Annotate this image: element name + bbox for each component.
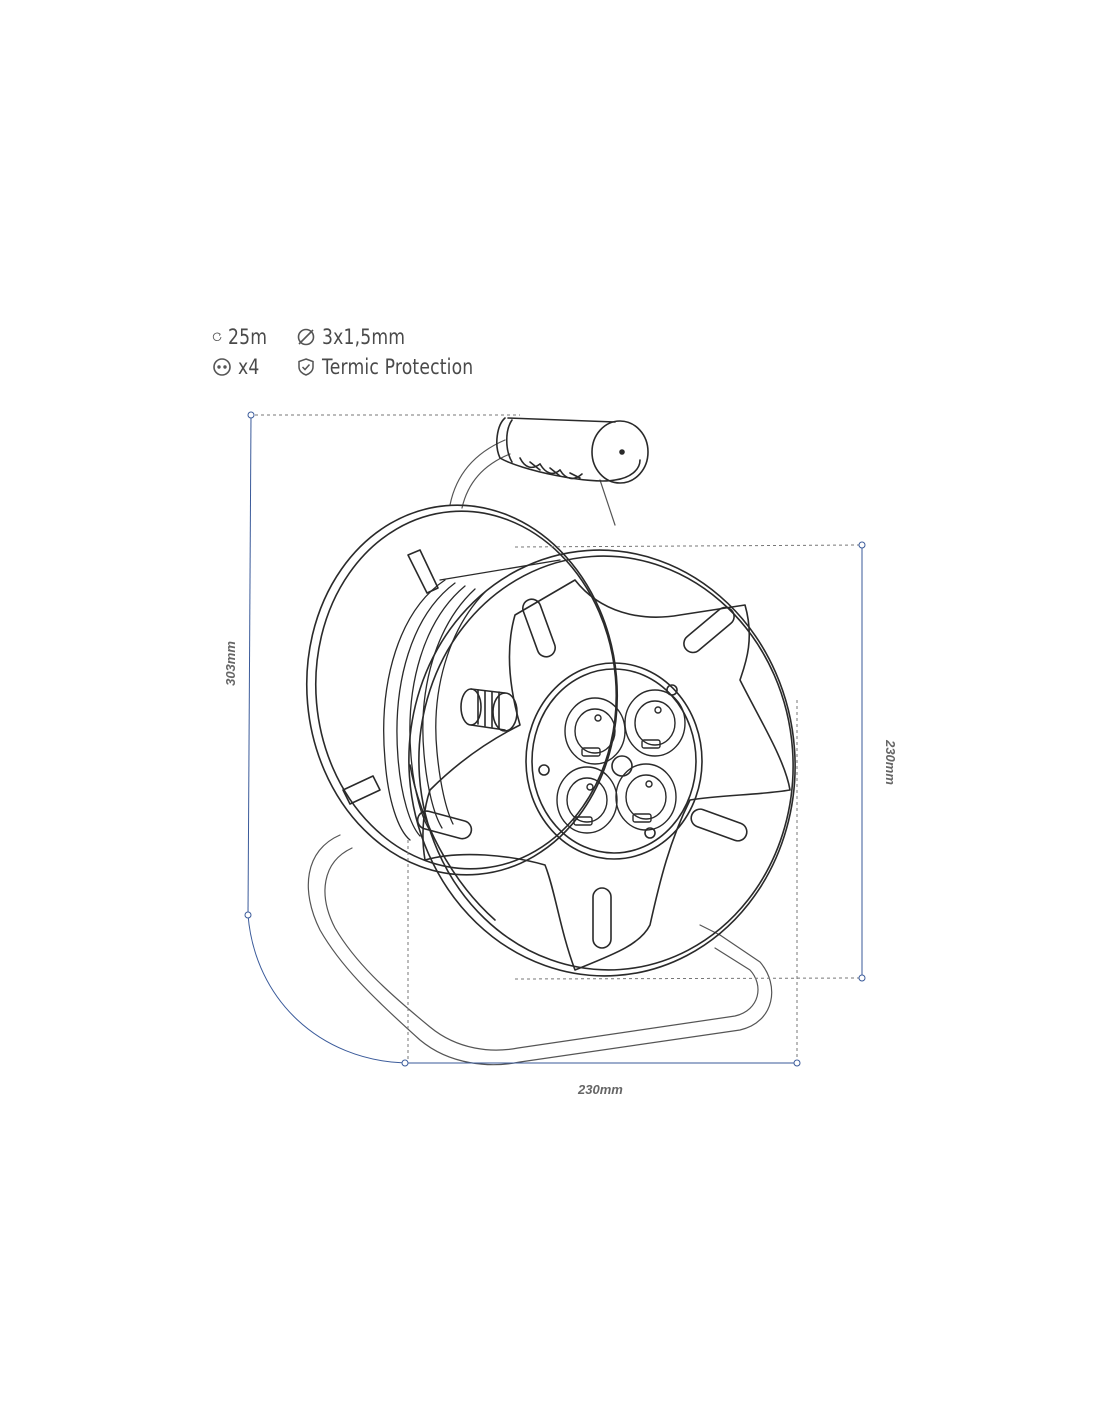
socket-icon <box>213 358 231 376</box>
protection-text: Termic Protection <box>322 355 474 379</box>
socket-outlet <box>564 697 626 765</box>
handle-arm <box>449 439 616 526</box>
dimension-lines <box>244 411 866 1067</box>
socket-outlet <box>615 763 677 831</box>
back-flange <box>305 504 619 876</box>
spec-row-2: x4 Termic Protection <box>212 352 527 382</box>
hub-star <box>422 579 791 971</box>
spec-cable-length: 25m <box>212 325 276 349</box>
width-dimension-label: 230mm <box>578 1082 623 1097</box>
cable-section-text: 3x1,5mm <box>322 325 406 349</box>
socket-plate <box>525 662 703 860</box>
cable-length-text: 25m <box>228 325 268 349</box>
spec-thermal-protection: Termic Protection <box>296 355 507 379</box>
diameter-icon <box>297 328 315 346</box>
crank-knob <box>460 688 518 732</box>
height-dimension-label: 303mm <box>222 641 238 686</box>
cable-coil-icon <box>212 332 222 341</box>
spec-list: 25m 3x1,5mm x4 Termic Protection <box>212 322 527 382</box>
cable-coil <box>383 559 561 841</box>
depth-dimension-label: 230mm <box>882 740 898 785</box>
socket-outlet <box>624 689 686 757</box>
flange-slots <box>416 598 748 949</box>
carry-handle <box>496 417 649 484</box>
socket-outlets <box>556 689 686 834</box>
spec-socket-count: x4 <box>212 355 276 379</box>
base-frame <box>307 834 773 1066</box>
spec-cable-section: 3x1,5mm <box>296 325 424 349</box>
front-flange <box>408 549 796 977</box>
socket-count-text: x4 <box>238 355 260 379</box>
shield-check-icon <box>298 358 314 376</box>
spec-row-1: 25m 3x1,5mm <box>212 322 527 352</box>
socket-outlet <box>556 766 618 834</box>
